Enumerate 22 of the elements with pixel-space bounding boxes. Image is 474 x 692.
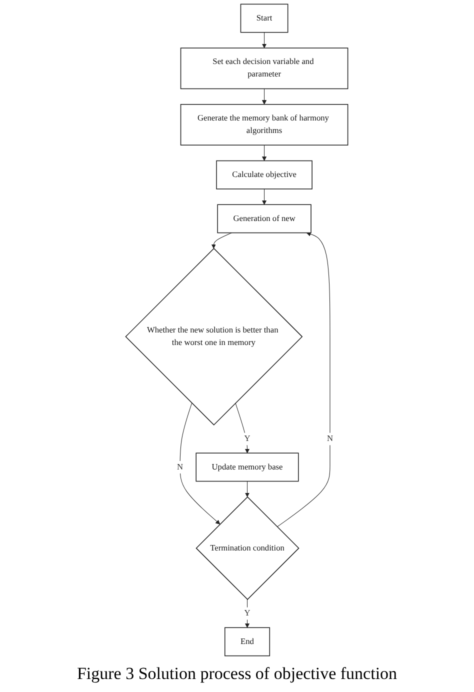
arrow: [262, 144, 267, 161]
edge-label: N: [177, 462, 184, 472]
arrow: [262, 88, 267, 105]
node-box: Generate the memory bank of harmony algorithms: [180, 104, 348, 146]
node-box: Set each decision variable and parameter: [180, 48, 348, 90]
node-box: Start: [240, 4, 288, 33]
edge-label: Y: [244, 434, 251, 444]
node-diamond: Whether the new solution is better than the worst one in memory: [125, 248, 303, 426]
node-diamond: Termination condition: [196, 496, 300, 600]
arrow: [180, 402, 220, 524]
arrow: [277, 232, 330, 528]
node-box: End: [224, 627, 270, 656]
node-box: Calculate objective: [216, 160, 313, 190]
edge-label: N: [327, 434, 334, 444]
arrow: [212, 232, 232, 249]
arrow: [262, 32, 267, 48]
arrow: [262, 188, 267, 205]
arrow: [245, 481, 250, 498]
node-box: Update memory base: [196, 452, 300, 482]
figure-caption: Figure 3 Solution process of objective function: [76, 663, 398, 685]
edge-label: Y: [244, 608, 251, 618]
node-box: Generation of new: [217, 204, 312, 234]
